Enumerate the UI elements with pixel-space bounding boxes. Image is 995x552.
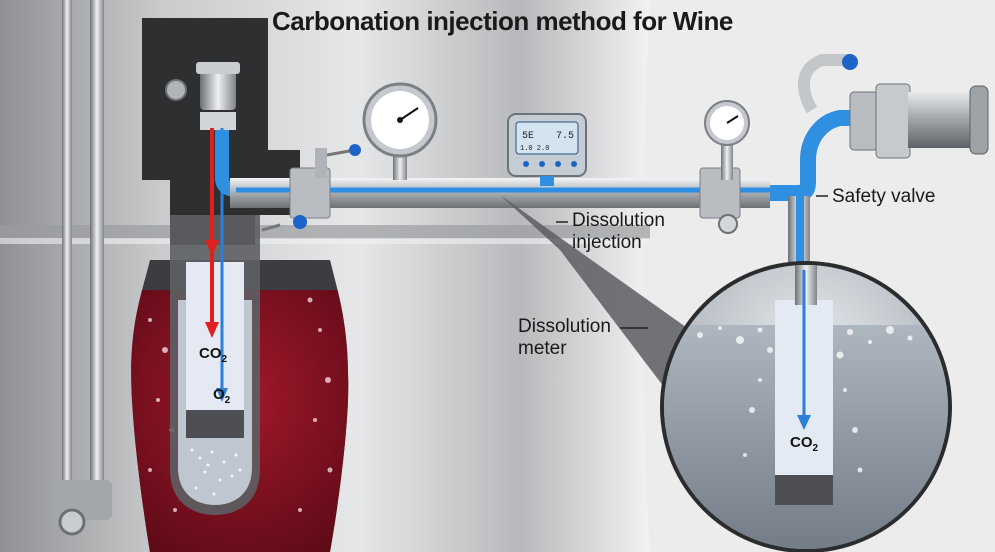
tank-seam — [0, 225, 650, 239]
dissolution-meter-line2: meter — [518, 338, 567, 359]
meter-readout-left: 5E — [522, 131, 534, 142]
diffuser-stone-upper — [186, 262, 244, 412]
drop-pipe-flow — [796, 196, 804, 316]
dissolution-injection-line2: injection — [572, 232, 642, 253]
lower-valve-handle-icon[interactable] — [293, 215, 307, 229]
upper-valve-stem — [315, 148, 327, 178]
sight-pipe-left — [62, 0, 72, 520]
co2-subscript: 2 — [221, 354, 228, 365]
co2-zoom-subscript: 2 — [812, 443, 819, 454]
co2-flow-arrow-icon — [205, 240, 219, 256]
motor-housing — [908, 92, 978, 148]
pipe-flange-left — [289, 167, 331, 219]
diagram-title: Carbonation injection method for Wine — [272, 6, 733, 36]
co2-flow-arrow-lower-icon — [205, 322, 219, 338]
zoom-flow-arrow-icon — [797, 415, 811, 430]
diffuser-stone-base — [186, 410, 244, 438]
dissolution-injection-label: Dissolution injection — [572, 210, 665, 254]
gauge-needle-left-icon — [399, 107, 419, 121]
safety-valve-elbow — [797, 54, 848, 114]
dissolution-meter-line1: Dissolution — [518, 316, 611, 337]
injector-knob-icon[interactable] — [165, 79, 187, 101]
bypass-pipe — [770, 110, 860, 201]
zoom-pipe — [795, 265, 817, 305]
tank-seam-highlight — [0, 238, 650, 244]
diffuser-bubbles — [190, 448, 242, 496]
o2-subscript: 2 — [224, 395, 231, 406]
meter-button-4-icon[interactable] — [571, 161, 577, 167]
safety-valve-cap-icon[interactable] — [842, 54, 858, 70]
meter-readout-bottom: 1.0 2.0 — [520, 145, 549, 153]
o2-label: O2 — [213, 386, 230, 406]
gauge-pivot-left — [397, 117, 403, 123]
safety-valve-flange — [849, 91, 879, 151]
co2-zoom-label: CO2 — [790, 434, 818, 454]
zoom-diffuser-base — [775, 475, 833, 505]
motor-flange — [875, 83, 911, 159]
injector-fitting — [200, 112, 236, 130]
o2-flow-arrow-icon — [216, 388, 228, 402]
meter-display — [515, 121, 579, 155]
upper-valve-handle-icon[interactable] — [349, 144, 361, 156]
dissolution-injection-line1: Dissolution — [572, 210, 665, 231]
injector-valve-cap — [196, 62, 240, 74]
sight-pipe-right — [90, 0, 104, 520]
safety-valve-label: Safety valve — [832, 186, 936, 207]
pipe-flange-right — [699, 167, 741, 219]
zoom-callout-wedge — [500, 195, 690, 395]
bottom-valve-icon[interactable] — [58, 508, 86, 536]
meter-button-1-icon[interactable] — [523, 161, 529, 167]
o2-text: O — [213, 386, 225, 403]
injector-valve — [200, 70, 236, 110]
gauge-stem-right — [721, 140, 733, 180]
meter-button-3-icon[interactable] — [555, 161, 561, 167]
meter-connector — [540, 176, 554, 186]
co2-label: CO2 — [199, 345, 227, 365]
dissolution-meter-label: Dissolution meter — [518, 316, 611, 360]
meter-button-2-icon[interactable] — [539, 161, 545, 167]
co2-zoom-text: CO — [790, 434, 813, 451]
sample-valve-icon[interactable] — [718, 214, 738, 234]
meter-readout-right: 7.5 — [556, 131, 574, 142]
zoom-bubbles — [697, 326, 913, 473]
gauge-needle-right-icon — [726, 115, 739, 124]
lower-valve-lever — [261, 223, 281, 232]
co2-text: CO — [199, 345, 222, 362]
motor-end-cap — [969, 85, 989, 155]
